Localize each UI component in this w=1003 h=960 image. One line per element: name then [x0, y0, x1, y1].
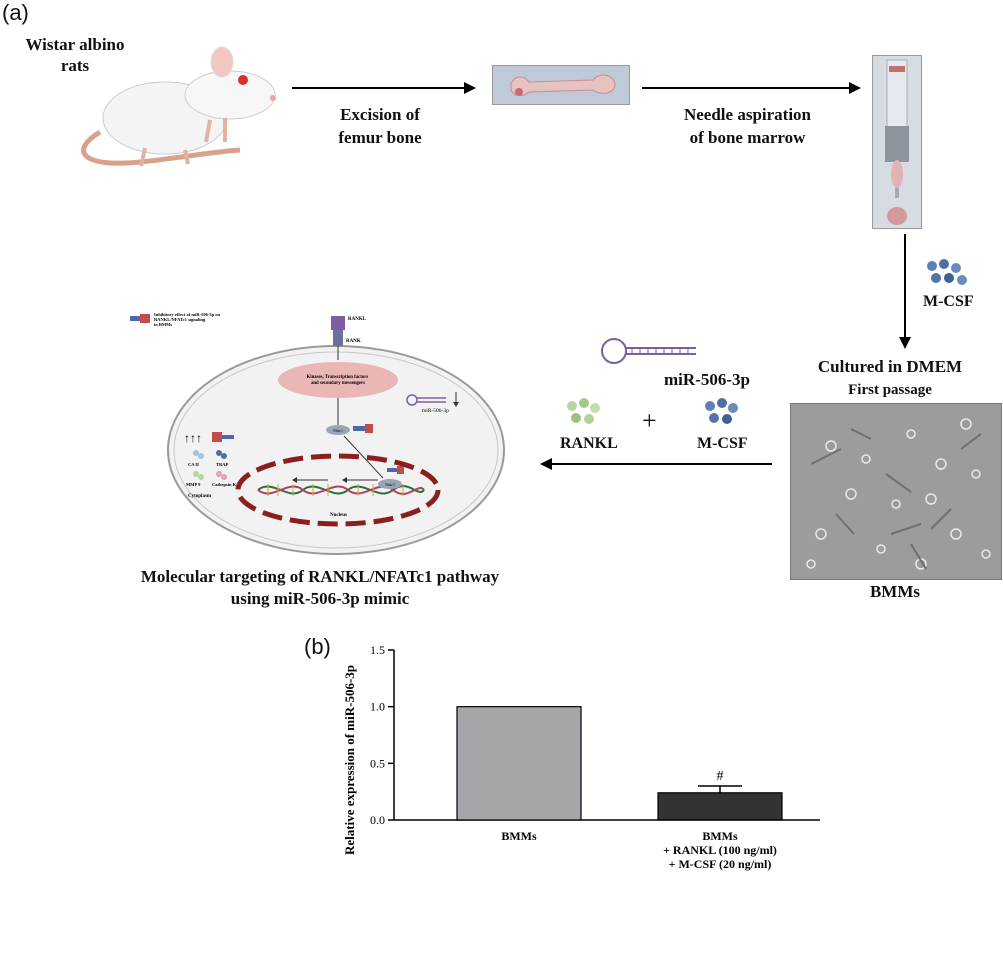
femur-photo — [492, 65, 630, 105]
category-label: BMMs+ RANKL (100 ng/ml)+ M-CSF (20 ng/ml… — [663, 829, 777, 871]
mcsf-top-label: M-CSF — [923, 293, 974, 310]
y-tick-label: 0.0 — [370, 813, 385, 827]
cell-mir-label: miR-506-3p — [422, 408, 449, 414]
rat-label: Wistar albino rats — [25, 35, 125, 75]
cultured-label: Cultured in DMEM — [817, 357, 963, 376]
rankl-label: RANKL — [560, 435, 618, 452]
mirna-label: miR-506-3p — [664, 370, 750, 389]
arrow-aspiration — [642, 82, 861, 94]
rat-illustration — [81, 46, 276, 167]
arrow-targeting — [540, 458, 772, 470]
svg-text:↑↑↑: ↑↑↑ — [184, 431, 202, 445]
bar-2 — [657, 792, 783, 821]
syringe-photo — [872, 55, 922, 229]
bmm-micrograph — [790, 403, 1002, 580]
rankl-icon — [567, 398, 600, 424]
mcsf-mid-label: M-CSF — [697, 435, 748, 452]
cytoplasm-label: Cytoplasm — [188, 494, 212, 499]
bmms-label: BMMs — [869, 582, 921, 601]
significance-mark: # — [717, 769, 724, 784]
nucleus-label: Nucleus — [330, 513, 347, 518]
kinases-label: Kinases, Transcription factors and secon… — [307, 375, 370, 386]
y-axis-label: Relative expression of miR-506-3p — [342, 665, 357, 855]
y-tick-label: 0.5 — [370, 756, 385, 770]
panel-b-label: (b) — [304, 634, 331, 659]
arrow-culture — [899, 234, 911, 349]
panel-a-label: (a) — [2, 0, 29, 25]
bar-1 — [456, 706, 582, 821]
trap-label: TRAP — [216, 462, 229, 467]
cell-rank-label: RANK — [346, 339, 361, 344]
svg-text:Nfatc1: Nfatc1 — [385, 483, 395, 487]
legend-icon — [130, 316, 140, 321]
step-aspiration: Needle aspiration of bone marrow — [683, 105, 812, 147]
legend-text: Inhibitory effect of miR-506-3p on RANKL… — [154, 312, 221, 327]
first-passage-label: First passage — [848, 382, 932, 398]
plus-sign: + — [642, 406, 657, 435]
cell-pathway-diagram: Inhibitory effect of miR-506-3p on RANKL… — [130, 312, 505, 555]
arrow-excision — [292, 82, 476, 94]
step-excision: Excision of femur bone — [338, 105, 422, 147]
cell-rankl-label: RANKL — [348, 317, 367, 322]
svg-text:Nfatc1: Nfatc1 — [333, 429, 343, 433]
category-label: BMMs — [501, 829, 537, 843]
cathepsin-label: Cathepsin K — [212, 482, 237, 487]
mmp9-label: MMP 9 — [186, 482, 201, 487]
y-tick-label: 1.5 — [370, 643, 385, 657]
mcsf-top-icon — [927, 259, 967, 285]
mirna-hairpin-icon — [601, 338, 696, 364]
bar-chart: Relative expression of miR-506-3p 0.0 0.5… — [342, 643, 820, 871]
result-title: Molecular targeting of RANKL/NFATc1 path… — [140, 567, 500, 608]
mcsf-mid-icon — [705, 398, 738, 424]
ca2-label: CA II — [188, 462, 199, 467]
y-tick-label: 1.0 — [370, 700, 385, 714]
